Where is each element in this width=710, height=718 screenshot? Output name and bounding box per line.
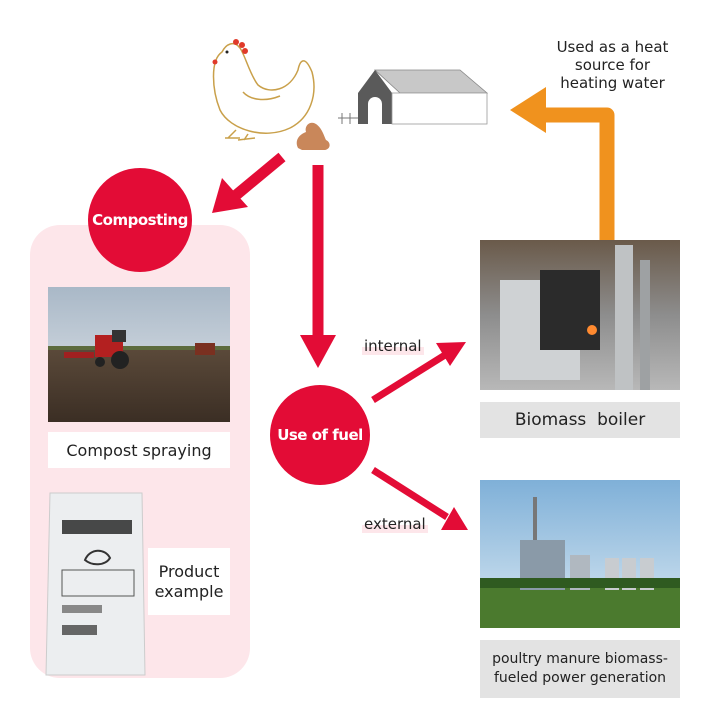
power-generation-line2: fueled power generation bbox=[493, 670, 667, 686]
power-generation-label: poultry manure biomass- fueled power gen… bbox=[480, 640, 680, 698]
poop-icon bbox=[296, 122, 330, 150]
barn-illustration bbox=[338, 69, 489, 125]
heat-return-arrow bbox=[510, 87, 615, 240]
power-plant-photo bbox=[480, 480, 680, 628]
chicken-illustration bbox=[212, 42, 315, 141]
heat-note-line1: Used as a heat bbox=[556, 38, 669, 56]
external-label: external bbox=[362, 515, 428, 533]
arrow-internal bbox=[371, 342, 466, 403]
arrow-to-fuel bbox=[300, 165, 336, 368]
composting-node: Composting bbox=[88, 168, 192, 272]
use-of-fuel-node: Use of fuel bbox=[270, 385, 370, 485]
heat-note-line2: source for bbox=[574, 56, 651, 74]
arrow-external bbox=[371, 467, 468, 530]
chicken-comb bbox=[212, 39, 248, 65]
product-example-line1: Product bbox=[158, 561, 220, 581]
product-bag-photo bbox=[45, 492, 146, 676]
internal-label: internal bbox=[362, 337, 424, 355]
biomass-boiler-photo bbox=[480, 240, 680, 390]
biomass-boiler-label: Biomass boiler bbox=[480, 402, 680, 438]
heat-note-line3: heating water bbox=[560, 74, 665, 92]
power-generation-line1: poultry manure biomass- bbox=[492, 651, 668, 667]
heat-note: Used as a heat source for heating water bbox=[530, 38, 695, 92]
product-example-label: Product example bbox=[148, 548, 230, 615]
compost-spraying-photo bbox=[48, 287, 230, 422]
product-example-line2: example bbox=[154, 581, 224, 601]
arrow-to-composting bbox=[212, 152, 286, 213]
compost-spraying-label: Compost spraying bbox=[48, 432, 230, 468]
